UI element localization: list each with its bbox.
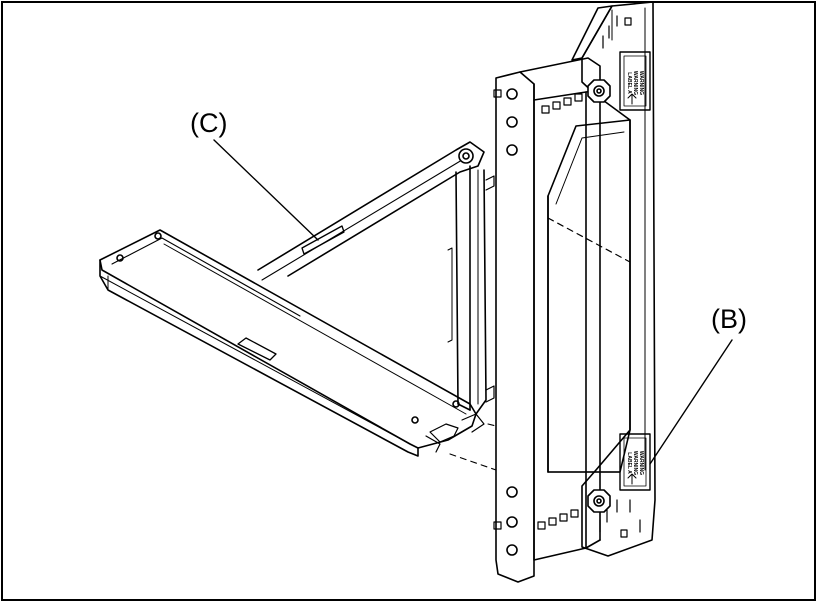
warning-line: LABEL A	[626, 452, 632, 474]
bolt-bottom	[587, 489, 611, 513]
warning-label-top-text: WARNING WARNING LABEL A	[626, 56, 644, 110]
bolt-top	[587, 79, 611, 103]
swing-arm	[257, 141, 495, 415]
warning-label-bottom	[619, 433, 651, 491]
shelf-plate	[99, 229, 485, 457]
rail-cutout	[547, 119, 631, 473]
mounting-rail	[493, 57, 601, 583]
warning-label-top	[619, 51, 651, 111]
warning-line: LABEL A	[626, 72, 632, 94]
warning-line: WARNING	[632, 70, 638, 96]
callout-label-b: (B)	[711, 304, 747, 334]
warning-line: WARNING	[638, 450, 644, 476]
callout-label-c: (C)	[190, 108, 228, 138]
alignment-lines	[449, 423, 497, 471]
warning-line: WARNING	[632, 450, 638, 476]
leader-line-c	[213, 139, 319, 241]
warning-label-bottom-text: WARNING WARNING LABEL A	[626, 436, 644, 490]
warning-line: WARNING	[638, 70, 644, 96]
wall-plate	[571, 1, 656, 557]
leader-line-b	[649, 339, 733, 465]
